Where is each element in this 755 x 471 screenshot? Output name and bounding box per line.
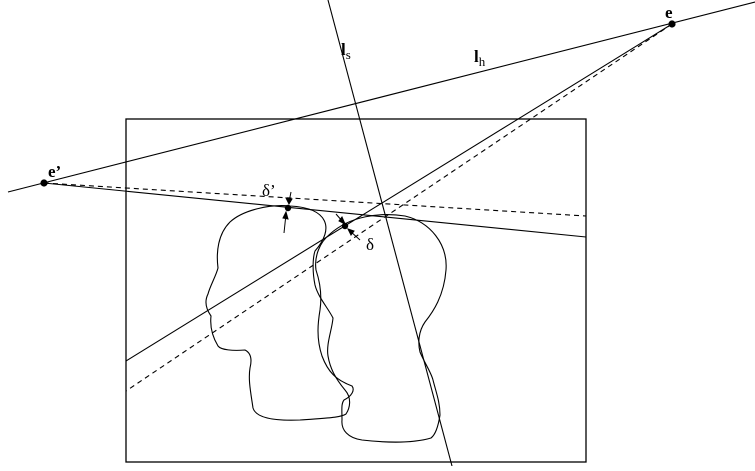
tangent-point-delta-prime bbox=[284, 204, 292, 212]
tangent-point-delta bbox=[341, 222, 349, 230]
label-e-prime: e’ bbox=[48, 162, 61, 181]
dashed-line-e bbox=[125, 23, 673, 392]
image-frame bbox=[125, 118, 587, 463]
delta-prime-arrows bbox=[282, 191, 293, 234]
tangent-line-e-prime bbox=[43, 182, 587, 238]
label-e: e bbox=[665, 3, 673, 22]
epipole-e-prime bbox=[40, 179, 48, 187]
head-profile-left bbox=[205, 205, 351, 421]
label-l-s-subscript: s bbox=[346, 47, 351, 62]
label-delta: δ bbox=[366, 235, 374, 254]
delta-arrows bbox=[335, 213, 361, 241]
label-l-h-main: l bbox=[474, 47, 479, 66]
line-l-s bbox=[327, 0, 453, 467]
label-l-h-subscript: h bbox=[479, 54, 486, 69]
dashed-line-e-prime bbox=[43, 182, 587, 217]
label-l-s-main: l bbox=[341, 40, 346, 59]
label-l-s: ls bbox=[341, 40, 351, 62]
head-profile-right bbox=[315, 214, 447, 443]
line-l-h bbox=[7, 1, 755, 193]
label-l-h: lh bbox=[474, 47, 486, 69]
label-delta-prime: δ’ bbox=[262, 181, 276, 200]
tangent-line-e bbox=[125, 23, 673, 362]
epipole-e bbox=[668, 20, 676, 28]
